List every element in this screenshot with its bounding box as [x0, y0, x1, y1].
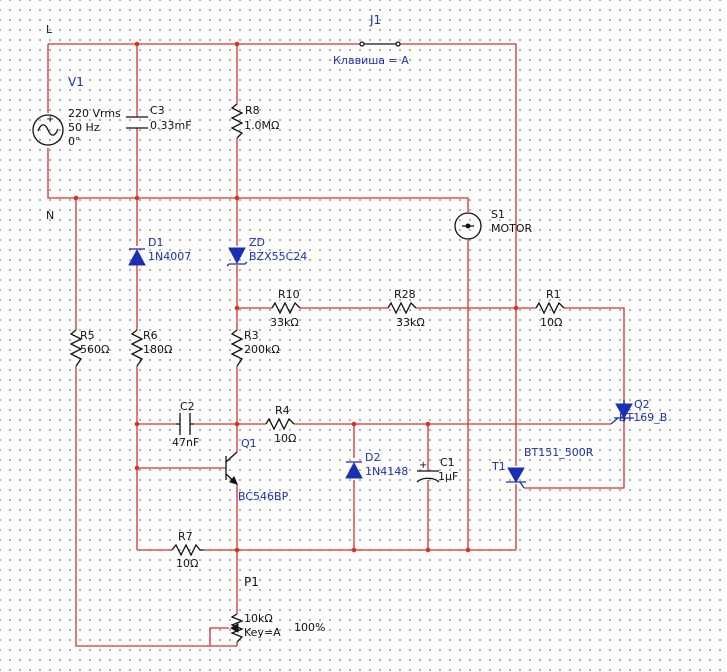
r10-ref: R10 [278, 288, 300, 301]
zd-value: BZX55C24 [249, 250, 307, 263]
r6-ref: R6 [143, 329, 158, 342]
q1-value: BC546BP [238, 490, 289, 503]
r10-resistor[interactable] [271, 301, 301, 315]
r5-resistor[interactable] [69, 329, 83, 367]
r1-ref: R1 [546, 288, 561, 301]
r7-ref: R7 [178, 530, 193, 543]
r28-ref: R28 [394, 288, 416, 301]
svg-text:+: + [46, 114, 54, 125]
svg-text:+: + [419, 460, 427, 471]
r3-value: 200kΩ [244, 343, 280, 356]
r3-resistor[interactable] [230, 329, 244, 367]
junctions [73, 41, 519, 553]
v1-voltage: 220 Vrms [68, 107, 121, 120]
t1-thyristor[interactable] [506, 467, 526, 489]
net-label-n: N [46, 209, 54, 222]
c2-capacitor[interactable] [176, 413, 194, 435]
r5-ref: R5 [80, 329, 95, 342]
q2-value: BT169_B [619, 411, 667, 424]
c1-capacitor[interactable]: + [416, 460, 440, 483]
d2-value: 1N4148 [365, 465, 408, 478]
r7-value: 10Ω [176, 557, 198, 570]
r10-value: 33kΩ [270, 316, 299, 329]
r1-value: 10Ω [540, 316, 562, 329]
s1-motor[interactable] [454, 212, 482, 240]
c1-value: 1µF [438, 470, 458, 483]
c3-capacitor[interactable] [126, 116, 148, 129]
j1-switch[interactable] [359, 41, 401, 47]
v1-frequency: 50 Hz [68, 121, 100, 134]
q2-scr[interactable] [610, 400, 634, 425]
c2-ref: C2 [180, 400, 195, 413]
t1-value: BT151_500R [524, 446, 594, 459]
r8-resistor[interactable] [230, 103, 244, 139]
c2-value: 47nF [172, 436, 199, 449]
r6-value: 180Ω [143, 343, 172, 356]
c3-ref: C3 [150, 104, 165, 117]
j1-ref: J1 [369, 13, 381, 27]
r8-ref: R8 [245, 104, 260, 117]
r7-resistor[interactable] [171, 543, 204, 557]
q2-ref: Q2 [634, 398, 650, 411]
v1-ac-source[interactable]: + [32, 114, 64, 146]
r6-resistor[interactable] [130, 329, 144, 367]
r8-value: 1.0MΩ [244, 119, 279, 132]
p1-ref: P1 [244, 575, 259, 589]
j1-key: Клавиша = A [333, 54, 409, 67]
t1-ref: T1 [491, 460, 506, 473]
r4-ref: R4 [275, 404, 290, 417]
d1-value: 1N4007 [148, 250, 191, 263]
d1-ref: D1 [148, 236, 163, 249]
r4-value: 10Ω [274, 432, 296, 445]
r28-value: 33kΩ [396, 316, 425, 329]
p1-key: Key=A [244, 626, 281, 639]
d1-diode[interactable] [128, 248, 146, 266]
q1-ref: Q1 [241, 437, 257, 450]
r1-resistor[interactable] [535, 301, 565, 315]
d2-diode[interactable] [345, 461, 363, 479]
p1-potentiometer[interactable] [229, 613, 244, 643]
s1-value: MOTOR [491, 222, 533, 235]
r3-ref: R3 [244, 329, 259, 342]
r5-value: 560Ω [80, 343, 109, 356]
r4-resistor[interactable] [265, 417, 295, 431]
q1-npn-transistor[interactable] [225, 451, 238, 485]
p1-setting: 100% [294, 621, 325, 634]
net-label-l: L [46, 23, 53, 36]
p1-value: 10kΩ [244, 612, 273, 625]
c3-value: 0.33mF [150, 119, 192, 132]
c1-ref: C1 [440, 456, 455, 469]
zd-zener-diode[interactable] [226, 247, 248, 267]
zd-ref: ZD [249, 236, 265, 249]
v1-phase: 0° [68, 135, 81, 148]
r28-resistor[interactable] [387, 301, 417, 315]
s1-ref: S1 [491, 208, 505, 221]
d2-ref: D2 [365, 451, 380, 464]
v1-ref: V1 [68, 75, 84, 89]
